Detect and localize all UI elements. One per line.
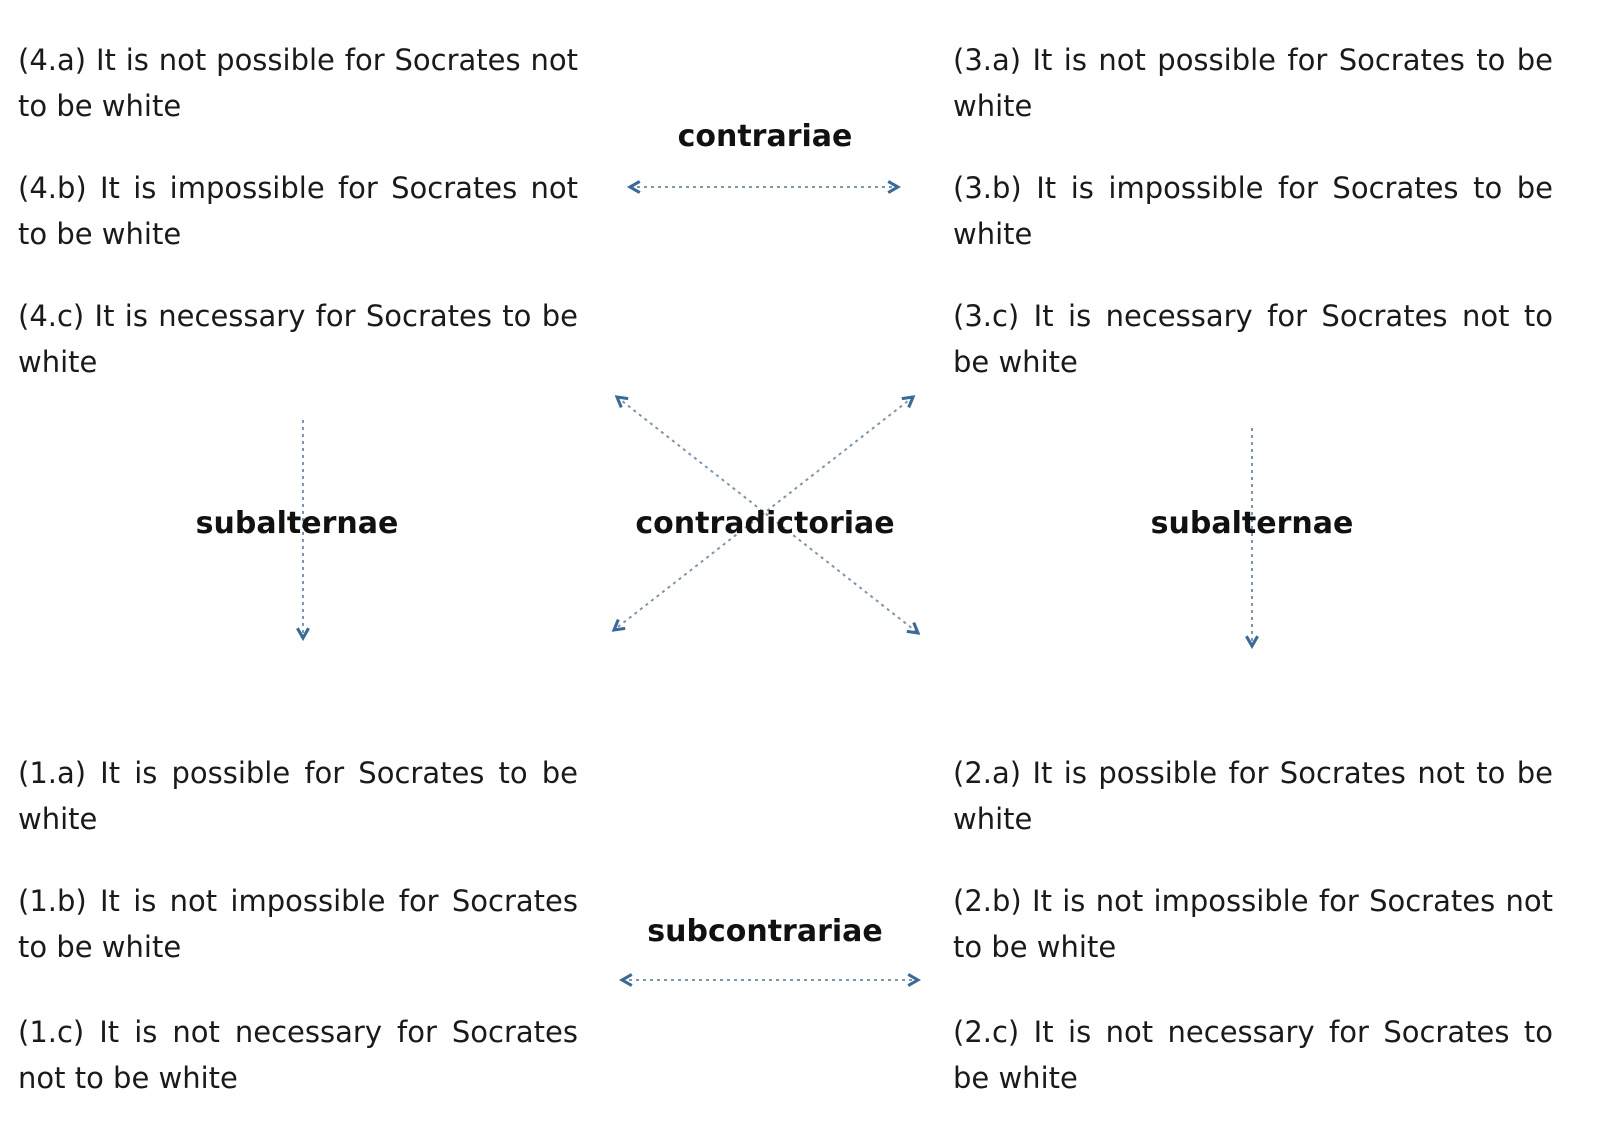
label-subcontrariae: subcontrariae — [647, 914, 883, 949]
label-subalternae-right: subalternae — [1150, 506, 1354, 541]
proposition-3a: (3.a) It is not possible for Socrates to… — [953, 43, 1553, 123]
proposition-3b: (3.b) It is impossible for Socrates to b… — [953, 171, 1553, 251]
proposition-4b: (4.b) It is impossible for Socrates not … — [18, 171, 578, 251]
proposition-4c: (4.c) It is necessary for Socrates to be… — [18, 299, 578, 379]
proposition-2a: (2.a) It is possible for Socrates not to… — [953, 756, 1553, 836]
label-subalternae-left: subalternae — [195, 506, 399, 541]
contradictoriae-arrow-2 — [614, 397, 913, 630]
proposition-2c: (2.c) It is not necessary for Socrates t… — [953, 1015, 1553, 1095]
proposition-1b: (1.b) It is not impossible for Socrates … — [18, 884, 578, 964]
proposition-1a: (1.a) It is possible for Socrates to be … — [18, 756, 578, 836]
label-contradictoriae: contradictoriae — [635, 506, 895, 541]
proposition-1c: (1.c) It is not necessary for Socrates n… — [18, 1015, 578, 1095]
proposition-2b: (2.b) It is not impossible for Socrates … — [953, 884, 1553, 964]
label-contrariae: contrariae — [677, 119, 853, 154]
proposition-3c: (3.c) It is necessary for Socrates not t… — [953, 299, 1553, 379]
proposition-4a: (4.a) It is not possible for Socrates no… — [18, 43, 578, 123]
